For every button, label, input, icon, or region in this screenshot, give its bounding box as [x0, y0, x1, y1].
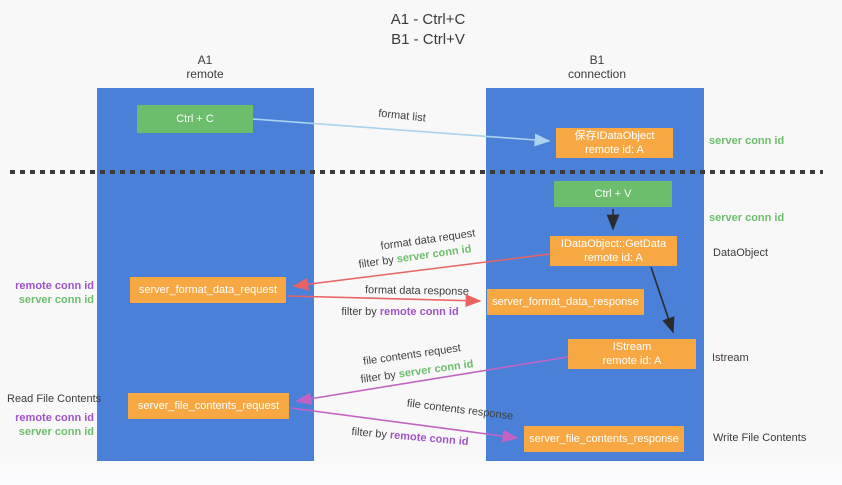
remote-conn-id-filter-text-1: remote conn id [379, 306, 459, 318]
istream-line1: IStream [612, 341, 652, 353]
right-column-subtitle: connection [567, 67, 627, 81]
server-conn-id-annotation-left-2: server conn id [18, 426, 94, 438]
file-request-conn-ids: remote conn id server conn id [8, 411, 94, 439]
file-response-filter-label: filter by remote conn id [351, 426, 469, 448]
node-save-idataobject: 保存IDataObject remote id: A [556, 128, 673, 158]
server-format-data-request-label: server_format_data_request [138, 284, 278, 296]
getdata-line1: IDataObject::GetData [560, 238, 667, 250]
server-conn-id-annotation-left-1: server conn id [18, 294, 94, 306]
filter-by-text: filter by [351, 425, 388, 441]
left-column-subtitle: remote [186, 67, 224, 81]
node-idataobject-getdata: IDataObject::GetData remote id: A [550, 236, 677, 266]
server-conn-id-annotation-top: server conn id [709, 135, 785, 147]
server-file-contents-response-label: server_file_contents_response [529, 433, 679, 445]
title-line-2: B1 - Ctrl+V [391, 31, 465, 48]
node-server-file-contents-request: server_file_contents_request [128, 393, 289, 419]
node-server-format-data-response: server_format_data_response [487, 289, 644, 315]
save-idataobject-line2: remote id: A [585, 144, 644, 156]
format-response-filter-label: filter by remote conn id [341, 306, 458, 318]
server-conn-id-filter-text-2: server conn id [398, 358, 475, 381]
getdata-line2: remote id: A [584, 252, 643, 264]
right-column-name: B1 [589, 53, 605, 67]
remote-conn-id-filter-text-2: remote conn id [389, 429, 469, 449]
format-request-conn-ids: remote conn id server conn id [8, 279, 94, 307]
istream-annotation: Istream [712, 352, 749, 364]
ctrl-v-label: Ctrl + V [594, 188, 632, 200]
filter-by-text: filter by [341, 306, 377, 318]
node-server-file-contents-response: server_file_contents_response [524, 426, 684, 452]
remote-conn-id-annotation-1: remote conn id [15, 280, 94, 292]
dataobject-annotation: DataObject [713, 247, 769, 259]
format-data-response-arrow-label: format data response [364, 284, 470, 298]
node-server-format-data-request: server_format_data_request [130, 277, 286, 303]
istream-line2: remote id: A [602, 355, 662, 367]
diagram-title: A1 - Ctrl+C B1 - Ctrl+V [328, 10, 528, 50]
title-line-1: A1 - Ctrl+C [390, 11, 466, 28]
ctrl-c-label: Ctrl + C [176, 113, 214, 125]
left-column-name: A1 [197, 53, 213, 67]
server-file-contents-request-label: server_file_contents_request [137, 400, 280, 412]
node-ctrl-v: Ctrl + V [554, 181, 672, 207]
remote-conn-id-annotation-2: remote conn id [15, 412, 94, 424]
server-conn-id-annotation-mid: server conn id [709, 212, 785, 224]
left-column-header: A1 remote [155, 53, 255, 81]
format-list-arrow-label: format list [377, 107, 427, 125]
save-idataobject-line1: 保存IDataObject [574, 130, 655, 142]
filter-by-text: filter by [359, 369, 397, 386]
write-file-contents-annotation: Write File Contents [713, 432, 807, 444]
session-divider-dotted-line [10, 170, 823, 174]
right-column-header: B1 connection [547, 53, 647, 81]
node-ctrl-c: Ctrl + C [137, 105, 253, 133]
filter-by-text: filter by [357, 254, 395, 271]
node-istream: IStream remote id: A [568, 339, 696, 369]
server-format-data-response-label: server_format_data_response [492, 296, 639, 308]
read-file-contents-annotation: Read File Contents [7, 393, 102, 405]
